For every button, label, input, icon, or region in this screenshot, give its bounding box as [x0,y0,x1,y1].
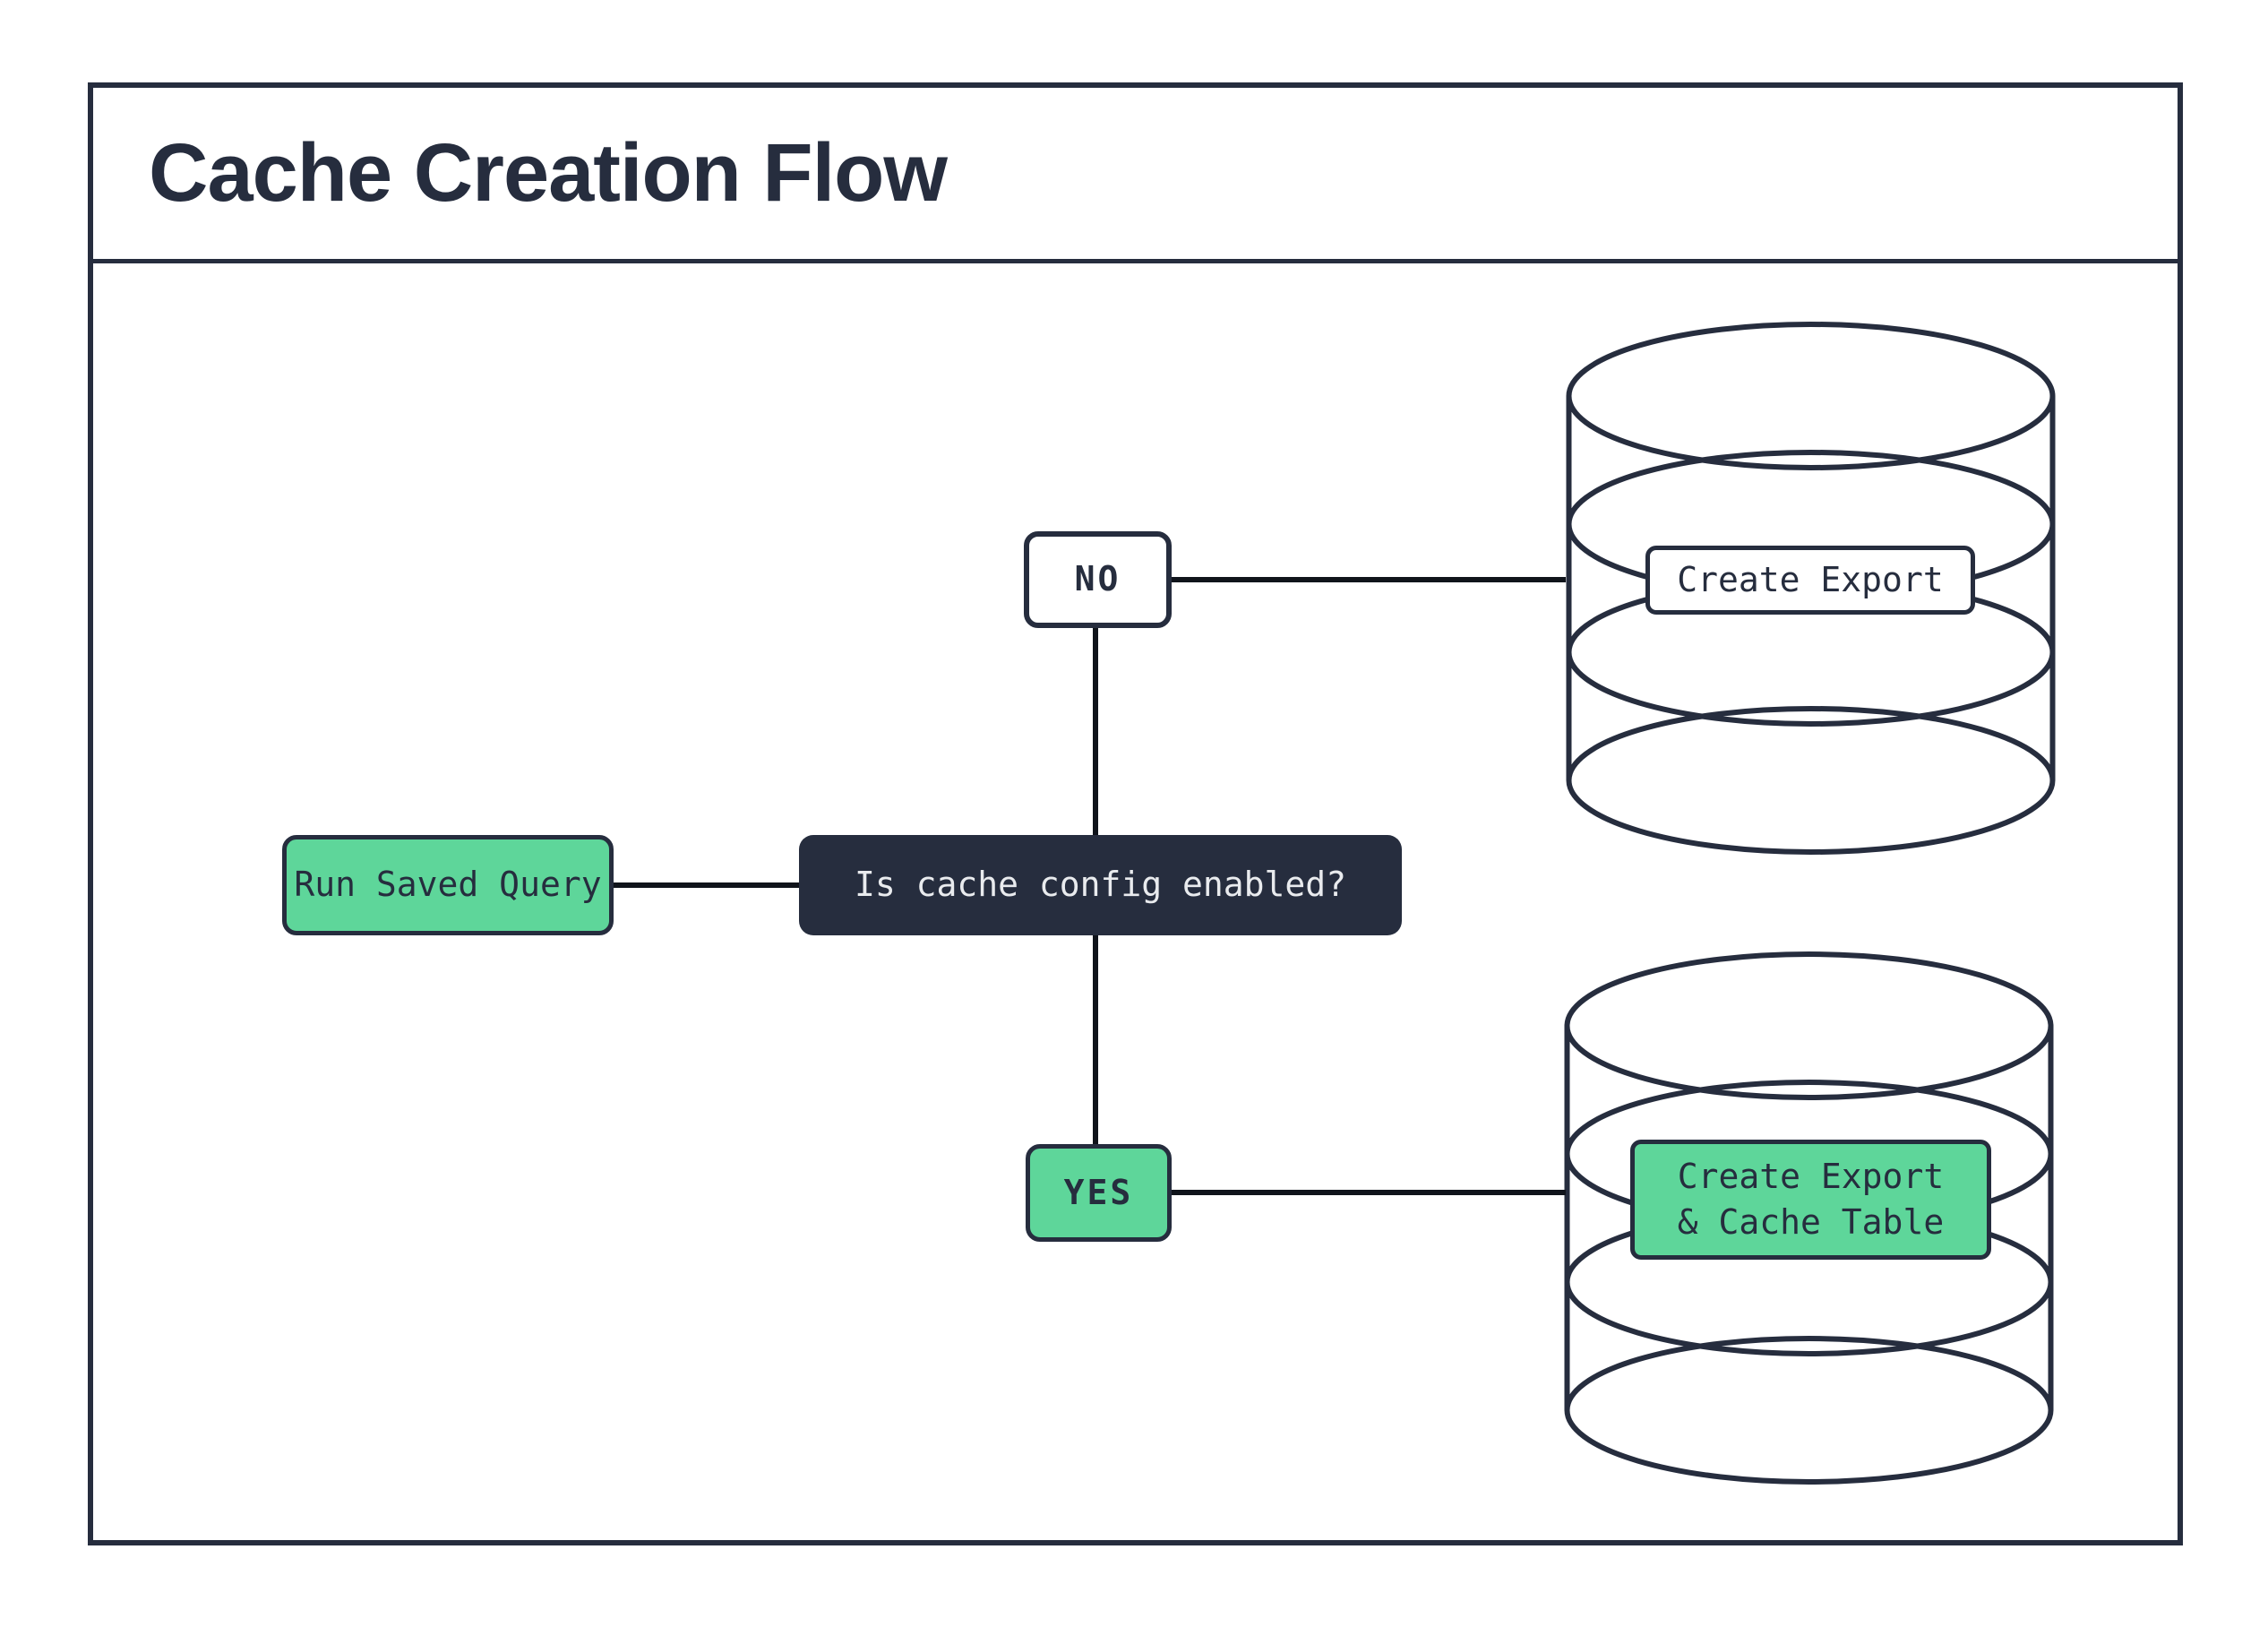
start-node: Run Saved Query [282,835,614,935]
yes-result-label-box: Create Export & Cache Table [1630,1140,1991,1260]
no-result-label: Create Export [1677,559,1944,599]
connector-no-to-database [1172,577,1566,582]
decision-node: Is cache config enabled? [799,835,1402,935]
connector-yes-to-database [1172,1190,1566,1195]
yes-result-label-line2: & Cache Table [1677,1202,1945,1242]
diagram-title: Cache Creation Flow [149,127,948,219]
yes-result-label-line1: Create Export [1677,1156,1945,1196]
yes-branch-label: YES [1063,1172,1134,1212]
connector-decision-to-no [1093,628,1098,836]
decision-node-label: Is cache config enabled? [854,865,1347,905]
no-branch-node: NO [1024,531,1172,628]
no-branch-label: NO [1074,559,1121,599]
database-icon [1564,951,2054,1485]
connector-decision-to-yes [1093,935,1098,1144]
title-band: Cache Creation Flow [93,88,2178,263]
connector-start-to-decision [614,882,799,888]
no-result-label-box: Create Export [1645,546,1975,615]
yes-branch-node: YES [1026,1144,1172,1242]
start-node-label: Run Saved Query [294,865,602,905]
